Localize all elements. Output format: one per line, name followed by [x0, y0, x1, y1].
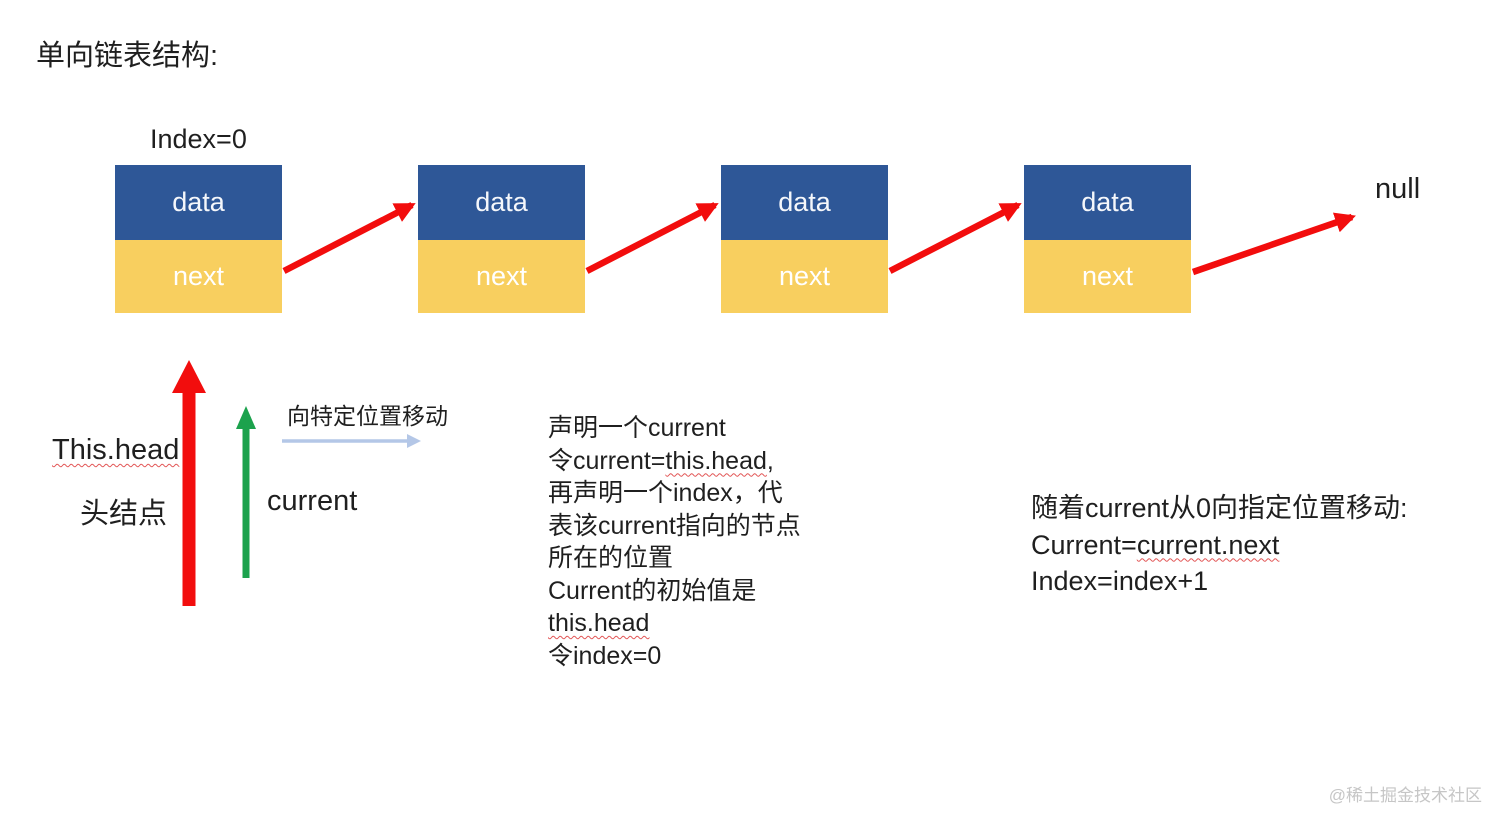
- link-arrow-3-icon: [888, 202, 1022, 274]
- note-text: 所在的位置: [548, 544, 674, 572]
- node-next-cell: next: [115, 240, 282, 313]
- note-text: 令current=: [548, 446, 666, 475]
- link-arrow-2-icon: [585, 202, 719, 274]
- note-line: 令current=this.head,: [548, 445, 801, 478]
- move-current-note: 随着current从0向指定位置移动: Current=current.next…: [1031, 490, 1408, 600]
- note-line: this.head: [548, 607, 801, 640]
- index-label: Index=0: [150, 124, 247, 154]
- list-node-1: data next: [115, 165, 282, 313]
- current-arrowhead-icon: [236, 406, 256, 429]
- note-line: 表该current指向的节点: [548, 510, 801, 543]
- head-node-label: 头结点: [80, 498, 168, 530]
- node-next-label: next: [475, 261, 528, 291]
- node-data-label: data: [778, 187, 831, 217]
- note-text: 再声明一个index，代: [548, 479, 783, 507]
- null-arrow-icon: [1191, 212, 1356, 276]
- list-node-2: data next: [418, 165, 585, 313]
- node-next-label: next: [172, 261, 225, 291]
- null-label: null: [1375, 173, 1421, 205]
- head-arrowhead-icon: [172, 360, 206, 393]
- note-line: 随着current从0向指定位置移动:: [1031, 490, 1408, 527]
- note-text: 声明一个current: [548, 414, 726, 442]
- node-next-label: next: [1081, 261, 1134, 291]
- note-text-underlined: current.next: [1136, 529, 1280, 560]
- note-text-underlined: this.head: [665, 446, 767, 475]
- note-line: 令index=0: [548, 640, 801, 673]
- note-text-underlined: this.head: [548, 609, 650, 637]
- note-line: 声明一个current: [548, 412, 801, 445]
- node-next-label: next: [778, 261, 831, 291]
- note-line: Index=index+1: [1031, 563, 1408, 600]
- watermark: @稀土掘金技术社区: [1328, 786, 1482, 805]
- note-text: Current的初始值是: [548, 576, 757, 605]
- move-hint-label: 向特定位置移动: [287, 403, 448, 429]
- move-direction-arrowhead-icon: [407, 434, 421, 448]
- head-pointer-label: This.head: [52, 434, 179, 467]
- node-data-cell: data: [721, 165, 888, 240]
- node-next-cell: next: [721, 240, 888, 313]
- note-line: 再声明一个index，代: [548, 477, 801, 510]
- link-arrow-1-icon: [282, 202, 416, 274]
- note-line: Current的初始值是: [548, 575, 801, 608]
- note-text: 随着current从0向指定位置移动:: [1031, 493, 1408, 523]
- node-data-label: data: [475, 187, 528, 217]
- note-text: 令index=0: [548, 641, 662, 670]
- head-pointer-text: This.head: [52, 434, 180, 466]
- node-data-label: data: [1081, 187, 1134, 217]
- note-line: Current=current.next: [1031, 527, 1408, 564]
- node-data-cell: data: [1024, 165, 1191, 240]
- note-text: 表该current指向的节点: [548, 511, 801, 540]
- node-data-cell: data: [418, 165, 585, 240]
- note-text: Current=: [1031, 529, 1137, 560]
- node-next-cell: next: [418, 240, 585, 313]
- note-text: Index=index+1: [1031, 566, 1209, 596]
- node-next-cell: next: [1024, 240, 1191, 313]
- note-line: 所在的位置: [548, 542, 801, 575]
- node-data-cell: data: [115, 165, 282, 240]
- note-text: ,: [766, 446, 774, 475]
- current-pointer-label: current: [267, 485, 358, 517]
- declare-current-note: 声明一个current 令current=this.head, 再声明一个ind…: [548, 412, 801, 672]
- page-title: 单向链表结构:: [36, 40, 219, 72]
- node-data-label: data: [172, 187, 225, 217]
- list-node-4: data next: [1024, 165, 1191, 313]
- list-node-3: data next: [721, 165, 888, 313]
